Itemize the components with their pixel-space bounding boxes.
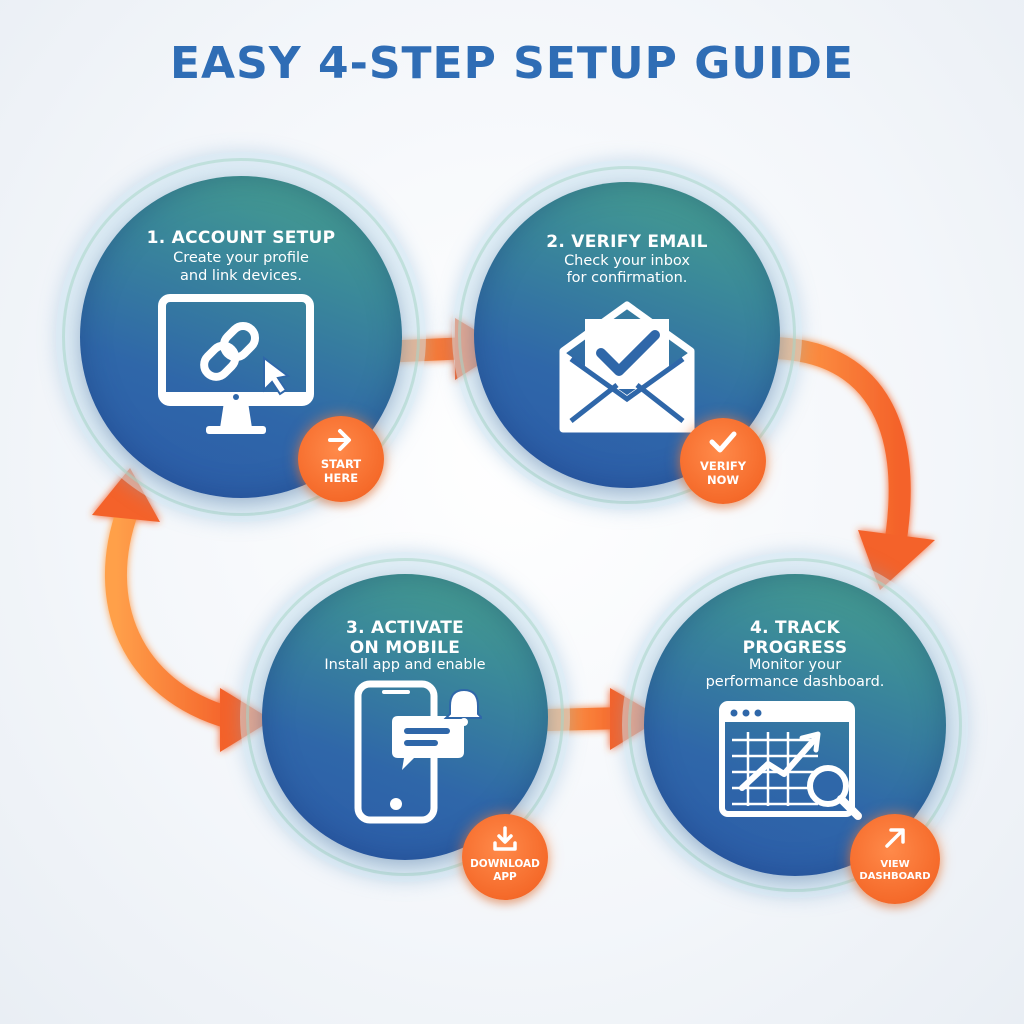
step-ring	[62, 158, 420, 516]
step-3-heading-line1: 3. ACTIVATE	[345, 618, 465, 638]
step-4-heading-line1: 4. TRACK	[749, 618, 841, 638]
download-app-label-2: APP	[493, 871, 517, 883]
view-dashboard-label-2: DASHBOARD	[859, 871, 931, 882]
page-title: EASY 4-STEP SETUP GUIDE	[169, 38, 855, 89]
start-here-label-2: HERE	[323, 471, 359, 485]
verify-now-label-1: VERIFY	[699, 459, 747, 473]
step-2-desc-line1: Check your inbox	[564, 253, 690, 269]
checkmark-icon	[709, 431, 737, 453]
start-here-button[interactable]: START HERE	[298, 416, 384, 502]
step-3-desc-line1: Install app and enable	[324, 657, 486, 673]
step-1: 1. ACCOUNT SETUP Create your profile and…	[56, 152, 426, 522]
phone-chat-bell-icon	[354, 680, 482, 824]
download-app-button[interactable]: DOWNLOAD APP	[462, 814, 548, 900]
verify-now-label-2: NOW	[706, 473, 740, 487]
step-2: 2. VERIFY EMAIL Check your inbox for con…	[452, 160, 802, 510]
step-3: 3. ACTIVATE ON MOBILE Install app and en…	[240, 552, 570, 900]
step-1-desc-line2: and link devices.	[180, 268, 302, 284]
envelope-check-icon	[559, 301, 695, 433]
step-ring	[458, 166, 796, 504]
step-1-desc-line1: Create your profile	[173, 250, 309, 266]
view-dashboard-label-1: VIEW	[880, 859, 910, 870]
step-4-desc-line1: Monitor your	[748, 657, 842, 673]
view-dashboard-button[interactable]: VIEW DASHBOARD	[850, 814, 940, 904]
step-1-heading: 1. ACCOUNT SETUP	[146, 228, 336, 248]
step-4-desc-line2: performance dashboard.	[705, 674, 885, 690]
step-3-heading-line2: ON MOBILE	[349, 638, 461, 658]
step-2-desc-line2: for confirmation.	[566, 270, 688, 286]
download-app-label-1: DOWNLOAD	[470, 858, 540, 870]
dashboard-chart-search-icon	[719, 701, 862, 820]
verify-now-button[interactable]: VERIFY NOW	[680, 418, 766, 504]
monitor-link-icon	[158, 294, 314, 434]
download-icon	[493, 826, 517, 851]
arrow-up-right-icon	[885, 828, 905, 848]
step-ring	[246, 558, 564, 876]
start-here-label-1: START	[320, 457, 362, 471]
arrow-right-icon	[328, 429, 351, 451]
step-4-heading-line2: PROGRESS	[742, 638, 848, 658]
step-4: 4. TRACK PROGRESS Monitor your performan…	[622, 552, 968, 904]
step-ring	[628, 558, 962, 892]
step-2-heading: 2. VERIFY EMAIL	[546, 232, 708, 252]
